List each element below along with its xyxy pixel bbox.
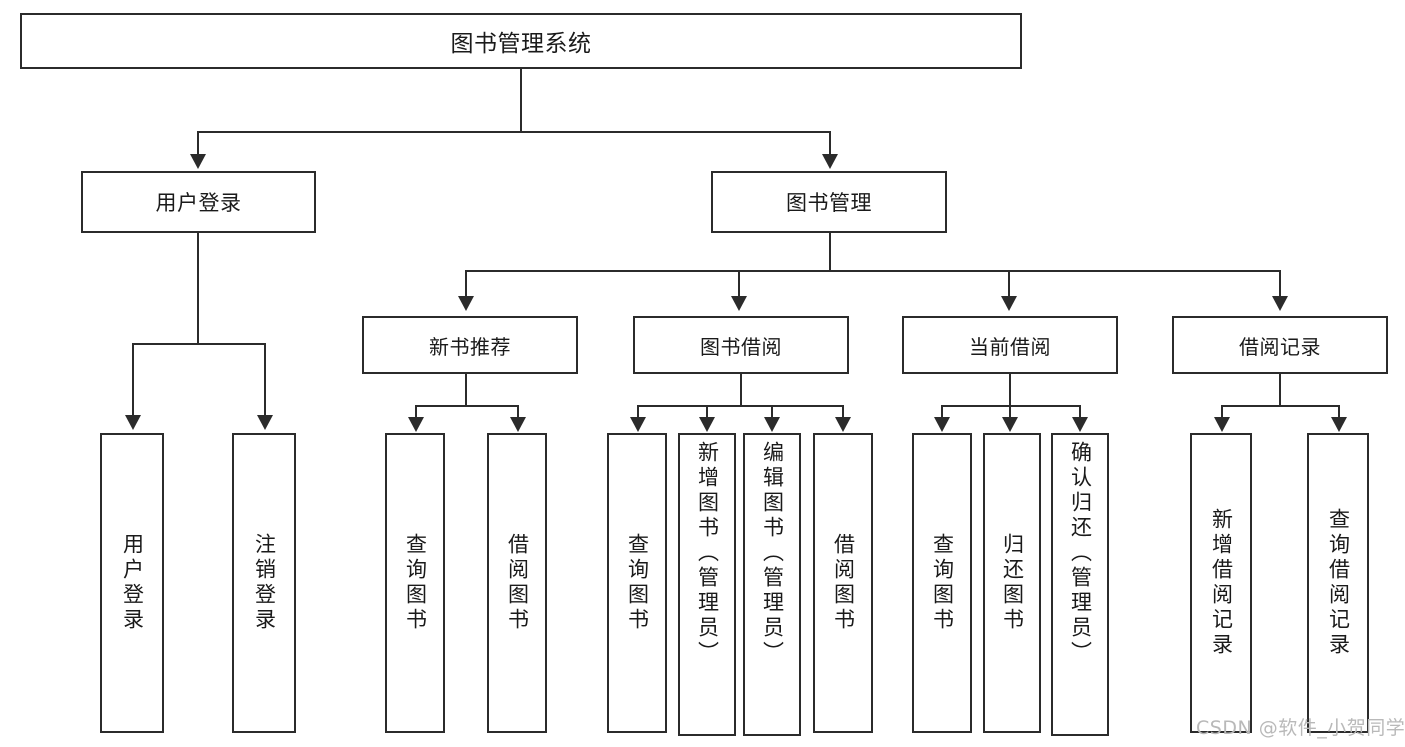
connector-cb-drop-3 [1079, 405, 1081, 419]
arrowhead-new-book-recommend [458, 296, 474, 311]
connector-bb-drop-2 [706, 405, 708, 419]
connector-br-drop-1 [1221, 405, 1223, 419]
connector-to-book-borrow [738, 270, 740, 298]
connector-br-drop-2 [1338, 405, 1340, 419]
connector-bb-drop-4 [842, 405, 844, 419]
connector-bb-drop-3 [771, 405, 773, 419]
node-leaf-query-book-2[interactable]: 查询图书 [607, 433, 667, 733]
node-leaf-confirm-return-label: 确认归还（管理员） [1068, 441, 1093, 666]
arrowhead-leaf-return-book [1002, 417, 1018, 432]
connector-borrow-record-stem [1279, 374, 1281, 405]
node-leaf-add-record-label: 新增借阅记录 [1209, 508, 1234, 658]
connector-cb-drop-1 [941, 405, 943, 419]
node-leaf-add-record[interactable]: 新增借阅记录 [1190, 433, 1252, 733]
node-leaf-user-login-label: 用户登录 [120, 533, 145, 633]
connector-cb-drop-2 [1009, 405, 1011, 419]
node-leaf-borrow-book-1[interactable]: 借阅图书 [487, 433, 547, 733]
node-book-borrow-label: 图书借阅 [700, 334, 782, 359]
node-book-borrow[interactable]: 图书借阅 [633, 316, 849, 374]
connector-user-login-drop-2 [264, 343, 266, 417]
node-leaf-query-book-1[interactable]: 查询图书 [385, 433, 445, 733]
arrowhead-leaf-query-book-1 [408, 417, 424, 432]
arrowhead-user-login [190, 154, 206, 169]
node-leaf-borrow-book-2[interactable]: 借阅图书 [813, 433, 873, 733]
arrowhead-leaf-query-book-2 [630, 417, 646, 432]
arrowhead-book-borrow [731, 296, 747, 311]
node-user-login[interactable]: 用户登录 [81, 171, 316, 233]
node-new-book-recommend-label: 新书推荐 [429, 334, 511, 359]
connector-bb-drop-1 [637, 405, 639, 419]
arrowhead-leaf-borrow-book-2 [835, 417, 851, 432]
arrowhead-borrow-record [1272, 296, 1288, 311]
arrowhead-book-manage [822, 154, 838, 169]
arrowhead-leaf-add-record [1214, 417, 1230, 432]
node-root[interactable]: 图书管理系统 [20, 13, 1022, 69]
connector-level3-bus [465, 270, 1281, 272]
connector-to-book-manage [829, 131, 831, 156]
connector-nbr-drop-1 [415, 405, 417, 419]
node-book-manage[interactable]: 图书管理 [711, 171, 947, 233]
node-leaf-borrow-book-2-label: 借阅图书 [831, 533, 856, 633]
connector-new-book-recommend-bus [415, 405, 517, 407]
arrowhead-current-borrow [1001, 296, 1017, 311]
connector-borrow-record-bus [1221, 405, 1338, 407]
node-leaf-query-book-2-label: 查询图书 [625, 533, 650, 633]
node-leaf-edit-book[interactable]: 编辑图书（管理员） [743, 433, 801, 736]
node-leaf-query-book-3[interactable]: 查询图书 [912, 433, 972, 733]
node-leaf-borrow-book-1-label: 借阅图书 [505, 533, 530, 633]
node-borrow-record[interactable]: 借阅记录 [1172, 316, 1388, 374]
node-leaf-logout-label: 注销登录 [252, 533, 277, 633]
connector-root-stem [520, 69, 522, 131]
connector-to-new-book-recommend [465, 270, 467, 298]
arrowhead-leaf-edit-book [764, 417, 780, 432]
arrowhead-leaf-user-login [125, 415, 141, 430]
node-leaf-confirm-return[interactable]: 确认归还（管理员） [1051, 433, 1109, 736]
arrowhead-leaf-add-book [699, 417, 715, 432]
node-leaf-query-record[interactable]: 查询借阅记录 [1307, 433, 1369, 733]
connector-level2-bus [197, 131, 830, 133]
node-root-label: 图书管理系统 [450, 31, 592, 57]
node-leaf-return-book[interactable]: 归还图书 [983, 433, 1041, 733]
node-new-book-recommend[interactable]: 新书推荐 [362, 316, 578, 374]
arrowhead-leaf-query-record [1331, 417, 1347, 432]
node-user-login-label: 用户登录 [155, 191, 242, 215]
node-current-borrow-label: 当前借阅 [969, 334, 1051, 359]
node-leaf-query-record-label: 查询借阅记录 [1326, 508, 1351, 658]
connector-book-borrow-stem [740, 374, 742, 405]
connector-user-login-drop-1 [132, 343, 134, 417]
node-leaf-add-book[interactable]: 新增图书（管理员） [678, 433, 736, 736]
arrowhead-leaf-borrow-book-1 [510, 417, 526, 432]
node-leaf-logout[interactable]: 注销登录 [232, 433, 296, 733]
watermark-text: CSDN @软件_小贺同学 [1196, 717, 1405, 739]
connector-user-login-bus [132, 343, 265, 345]
connector-to-current-borrow [1008, 270, 1010, 298]
node-leaf-query-book-3-label: 查询图书 [930, 533, 955, 633]
node-leaf-user-login[interactable]: 用户登录 [100, 433, 164, 733]
connector-new-book-recommend-stem [465, 374, 467, 405]
node-borrow-record-label: 借阅记录 [1239, 334, 1321, 359]
arrowhead-leaf-confirm-return [1072, 417, 1088, 432]
node-leaf-return-book-label: 归还图书 [1000, 533, 1025, 633]
connector-to-user-login [197, 131, 199, 156]
node-leaf-add-book-label: 新增图书（管理员） [695, 441, 720, 666]
connector-to-borrow-record [1279, 270, 1281, 298]
node-book-manage-label: 图书管理 [786, 191, 872, 215]
arrowhead-leaf-query-book-3 [934, 417, 950, 432]
node-leaf-query-book-1-label: 查询图书 [403, 533, 428, 633]
arrowhead-leaf-logout [257, 415, 273, 430]
connector-current-borrow-stem [1009, 374, 1011, 405]
connector-book-manage-stem [829, 233, 831, 270]
node-leaf-edit-book-label: 编辑图书（管理员） [760, 441, 785, 666]
connector-book-borrow-bus [637, 405, 843, 407]
connector-nbr-drop-2 [517, 405, 519, 419]
connector-user-login-stem [197, 233, 199, 343]
node-current-borrow[interactable]: 当前借阅 [902, 316, 1118, 374]
